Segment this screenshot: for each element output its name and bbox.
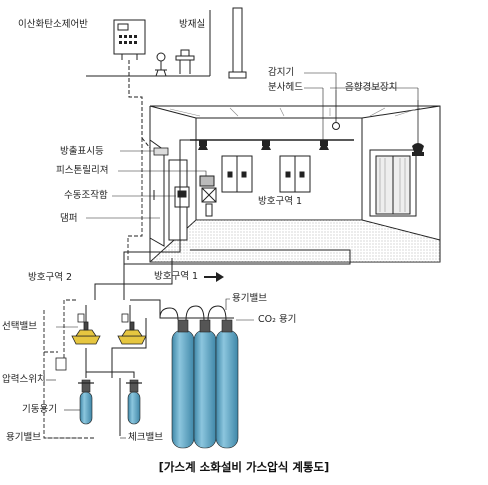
starter-manifold [85, 371, 135, 436]
co2-cylinder-3 [215, 319, 239, 449]
label-container-valve-bottom: 용기밸브 [6, 432, 41, 443]
co2-hoses [159, 305, 227, 321]
manual-operator-box [174, 186, 190, 208]
label-starter-container: 기동용기 [22, 404, 57, 415]
label-co2-container: CO₂ 용기 [258, 314, 297, 325]
label-pressure-switch: 압력스위치 [2, 374, 46, 385]
control-room [86, 7, 247, 79]
zone-1-arrow [204, 272, 224, 282]
selector-valve-left [71, 313, 101, 345]
label-damper: 댐퍼 [60, 213, 78, 224]
selector-valve-right [117, 313, 147, 345]
piston-releaser [199, 175, 217, 217]
label-control-panel: 이산화탄소제어반 [18, 19, 88, 30]
label-manual-operator: 수동조작함 [64, 190, 108, 201]
co2-cylinder-2 [193, 319, 217, 449]
label-sound-alarm: 음향경보장치 [345, 82, 398, 93]
label-zone2: 방호구역 2 [28, 272, 73, 283]
signal-wiring [128, 60, 151, 149]
label-spray-head: 분사헤드 [268, 82, 303, 93]
sound-alarm-icon [412, 143, 424, 156]
pressure-switch-icon [55, 357, 67, 371]
label-disaster-room: 방재실 [179, 19, 206, 30]
electrical-cabinets [221, 155, 311, 193]
co2-control-panel [113, 19, 146, 60]
starter-cylinder-left [78, 379, 94, 425]
protection-zone-1-room [149, 105, 441, 263]
co2-cylinder-1 [171, 319, 195, 449]
label-zone1-arrow: 방호구역 1 [154, 271, 199, 282]
detector-icon [332, 122, 340, 130]
label-zone1-room: 방호구역 1 [258, 196, 303, 207]
label-piston-release: 피스톤릴리져 [56, 165, 109, 176]
wiring-dashed [43, 138, 143, 439]
label-discharge-indicator: 방출표시등 [60, 146, 104, 157]
elevator-door [369, 149, 417, 217]
label-check-valve: 체크밸브 [128, 432, 163, 443]
operator-desk [155, 49, 195, 77]
label-container-valve-top: 용기밸브 [232, 293, 267, 304]
label-selector-valve: 선택밸브 [2, 321, 37, 332]
starter-cylinder-right [126, 379, 142, 425]
leader-lines [44, 72, 419, 439]
spray-heads [198, 140, 329, 150]
label-detector: 감지기 [268, 67, 295, 78]
co2-cylinders [171, 319, 239, 449]
discharge-indicator-icon [153, 147, 169, 156]
figure-caption: [가스계 소화설비 가스압식 계통도] [158, 460, 330, 474]
